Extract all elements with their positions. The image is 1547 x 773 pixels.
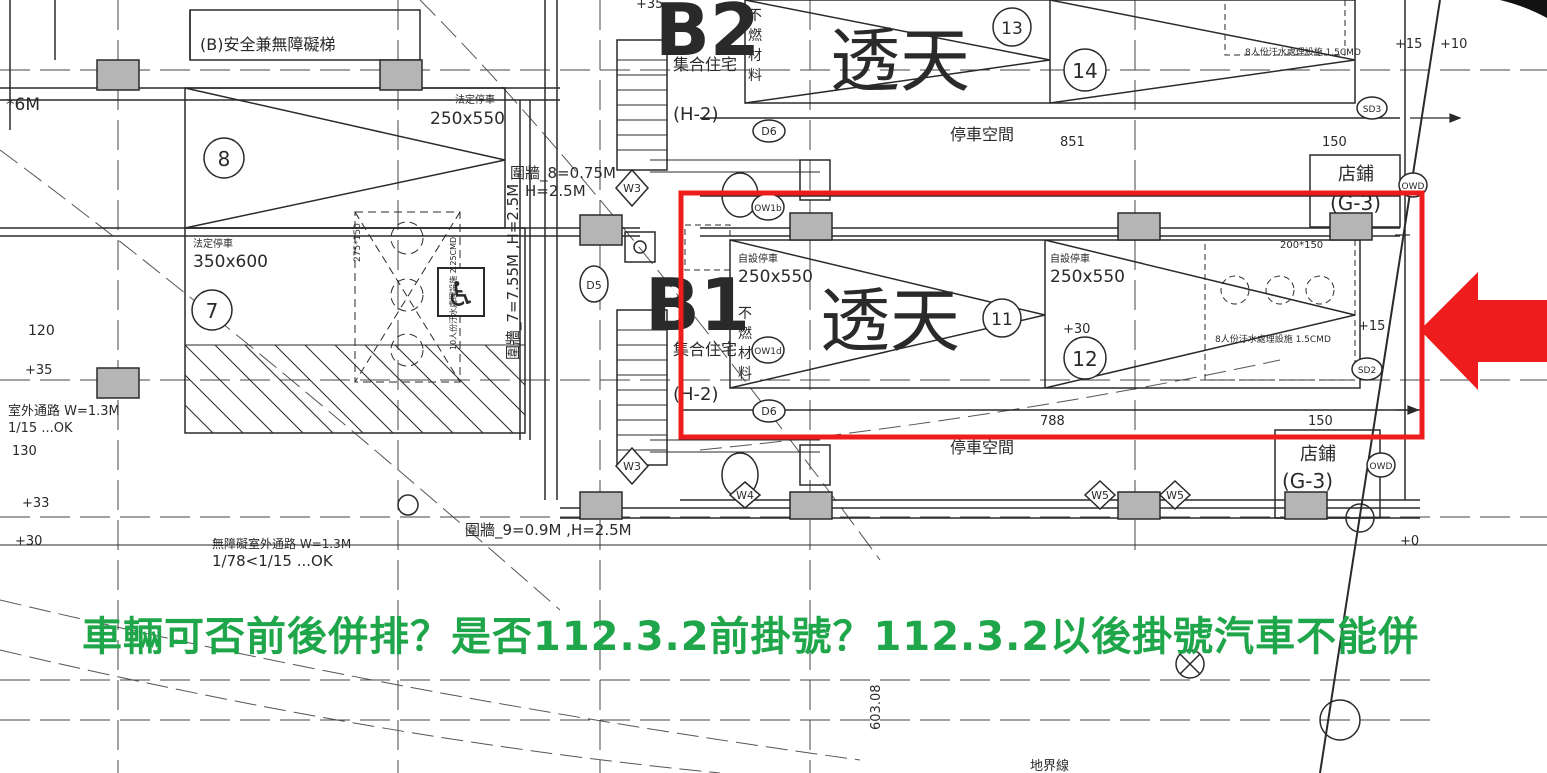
- tag-owd-upper: OWD: [1402, 182, 1425, 192]
- tank-note-b1: 8人份汙水處理設施 1.5CMD: [1215, 333, 1331, 345]
- tag-d5: D5: [586, 279, 601, 292]
- tank-note-b2: 8人份汙水處理設施 1.5CMD: [1245, 46, 1361, 58]
- self-parking-a-label: 自設停車: [738, 252, 778, 265]
- tag-w5a: W5: [1091, 489, 1109, 502]
- level-plus0: +0: [1400, 534, 1419, 549]
- dimension-130: 130: [12, 444, 37, 459]
- room-number-14: 14: [1072, 59, 1097, 83]
- fence-7-label: 圍牆_7=7.55M ,H=2.5M: [504, 184, 523, 360]
- tag-d6-upper: D6: [761, 125, 776, 138]
- elevator-label: (B)安全兼無障礙梯: [200, 35, 335, 54]
- tag-d6-lower: D6: [761, 405, 776, 418]
- dimension-603: 603.08: [869, 685, 884, 731]
- housing-lower-code: (H-2): [673, 384, 719, 405]
- legal-parking-top-size: 250x550: [430, 109, 505, 129]
- self-parking-a-size: 250x550: [738, 267, 813, 287]
- fence-8-height: H=2.5M: [525, 182, 586, 200]
- housing-upper-label: 集合住宅: [673, 55, 737, 74]
- open-sky-label-lower: 透天: [820, 280, 960, 362]
- fence-9-label: 圍牆_9=0.9M ,H=2.5M: [465, 521, 632, 540]
- tag-ow1b: OW1b: [754, 204, 782, 214]
- nonflammable-lower: 不燃材料: [738, 306, 752, 382]
- dimension-120: 120: [28, 323, 55, 339]
- svg-text:♿: ♿: [446, 275, 476, 315]
- accessible-parking-icon: ♿: [437, 267, 485, 317]
- tag-w3-lower: W3: [623, 460, 641, 473]
- dimension-150-bottom: 150: [1308, 414, 1333, 429]
- room-number-12: 12: [1072, 347, 1097, 371]
- question-caption: 車輛可否前後併排？是否112.3.2前掛號？112.3.2以後掛號汽車不能併: [82, 614, 1420, 660]
- level-plus15-b1: +15: [1358, 319, 1385, 334]
- legal-parking-top-label: 法定停車: [455, 93, 495, 106]
- self-parking-b-label: 自設停車: [1050, 252, 1090, 265]
- size-275-note: 275*150: [353, 223, 363, 262]
- level-plus33: +33: [22, 496, 49, 511]
- dimension-6m: *6M: [6, 95, 40, 115]
- tag-w4: W4: [736, 489, 754, 502]
- tag-w3-upper: W3: [623, 182, 641, 195]
- accessible-path-label: 無障礙室外通路 W=1.3M: [212, 536, 351, 551]
- room-number-7: 7: [206, 299, 219, 323]
- shop-upper-label: 店鋪: [1338, 164, 1374, 185]
- level-plus30-b1: +30: [1063, 322, 1090, 337]
- fence-8-label: 圍牆_8=0.75M: [510, 164, 616, 183]
- tag-owd-lower: OWD: [1370, 462, 1393, 472]
- level-plus35: +35: [636, 0, 663, 12]
- self-parking-b-size: 250x550: [1050, 267, 1125, 287]
- tag-sd2: SD2: [1358, 366, 1376, 376]
- highlight-box: [678, 190, 1425, 440]
- accessible-path-slope: 1/78<1/15 ...OK: [212, 552, 334, 570]
- parking-space-upper-label: 停車空間: [950, 125, 1014, 144]
- dimension-851: 851: [1060, 135, 1085, 150]
- beam-note: 200*150: [1280, 240, 1323, 251]
- level-plus35b: +35: [25, 363, 52, 378]
- housing-upper-code: (H-2): [673, 104, 719, 125]
- shop-lower-code: (G-3): [1282, 469, 1333, 493]
- room-number-13: 13: [1001, 19, 1023, 39]
- pointer-arrow: [1420, 272, 1547, 390]
- nonflammable-upper: 不燃材料: [748, 8, 762, 84]
- parking-space-lower-label: 停車空間: [950, 438, 1014, 457]
- housing-lower-label: 集合住宅: [673, 340, 737, 359]
- outdoor-path-label: 室外通路 W=1.3M: [8, 403, 120, 419]
- room-number-8: 8: [218, 147, 231, 171]
- tag-sd3: SD3: [1363, 105, 1381, 115]
- tag-w5b: W5: [1166, 489, 1184, 502]
- dimension-150-top: 150: [1322, 135, 1347, 150]
- level-plus10: +10: [1440, 37, 1467, 52]
- open-sky-label-upper: 透天: [830, 20, 970, 102]
- level-plus15: +15: [1395, 37, 1422, 52]
- outdoor-path-slope: 1/15 ...OK: [8, 421, 73, 436]
- boundary-label: 地界線: [1030, 758, 1069, 773]
- legal-parking-left-size: 350x600: [193, 252, 268, 272]
- legal-parking-left-label: 法定停車: [193, 237, 233, 250]
- shop-lower-label: 店鋪: [1300, 444, 1336, 465]
- tag-ow1d: OW1d: [754, 347, 781, 357]
- tank-note-left: 10人份汙水處理設施 2.25CMD: [448, 237, 458, 350]
- floor-label-b2: B2: [655, 0, 760, 72]
- dimension-788: 788: [1040, 414, 1065, 429]
- room-number-11: 11: [991, 310, 1013, 330]
- floor-label-b1: B1: [645, 263, 750, 347]
- level-plus30: +30: [15, 534, 42, 549]
